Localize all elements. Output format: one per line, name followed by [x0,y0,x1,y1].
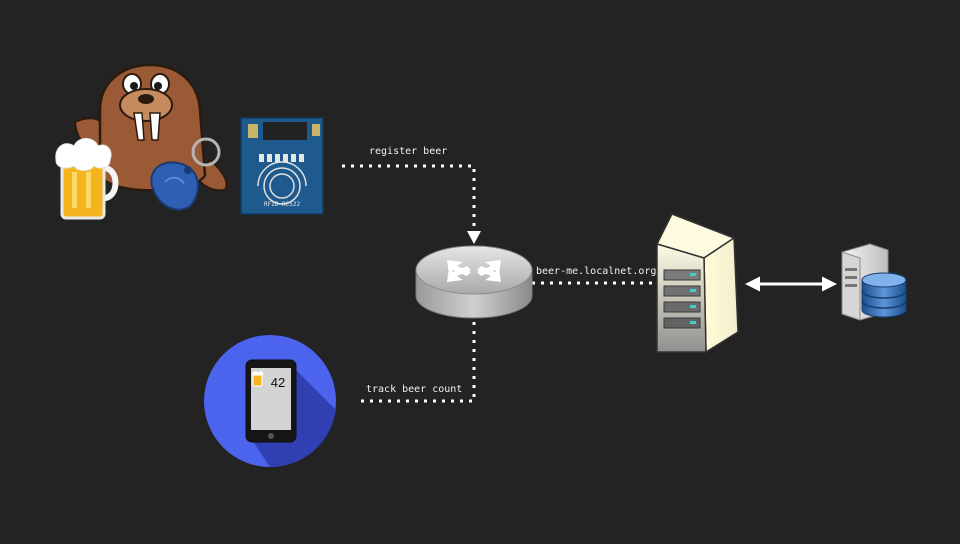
label-track-beer-count: track beer count [366,384,463,395]
connector-register [342,164,476,232]
server-rack-icon [655,213,739,354]
phone-beer-count: 42 [271,375,285,390]
rfid-chip-label: RFID-RC522 [264,201,301,208]
label-register-beer: register beer [369,146,448,157]
rfid-keyfob-icon [150,137,221,211]
walrus-icon [73,63,228,192]
database-server-icon [841,243,907,321]
router-icon [415,245,533,319]
connector-register-arrowhead [467,231,481,244]
smartphone-icon: 42 [204,335,336,468]
label-hostname: beer-me.localnet.org [536,266,657,277]
beer-mug-icon [55,138,119,220]
rfid-reader-icon: RFID-RC522 [240,117,324,215]
